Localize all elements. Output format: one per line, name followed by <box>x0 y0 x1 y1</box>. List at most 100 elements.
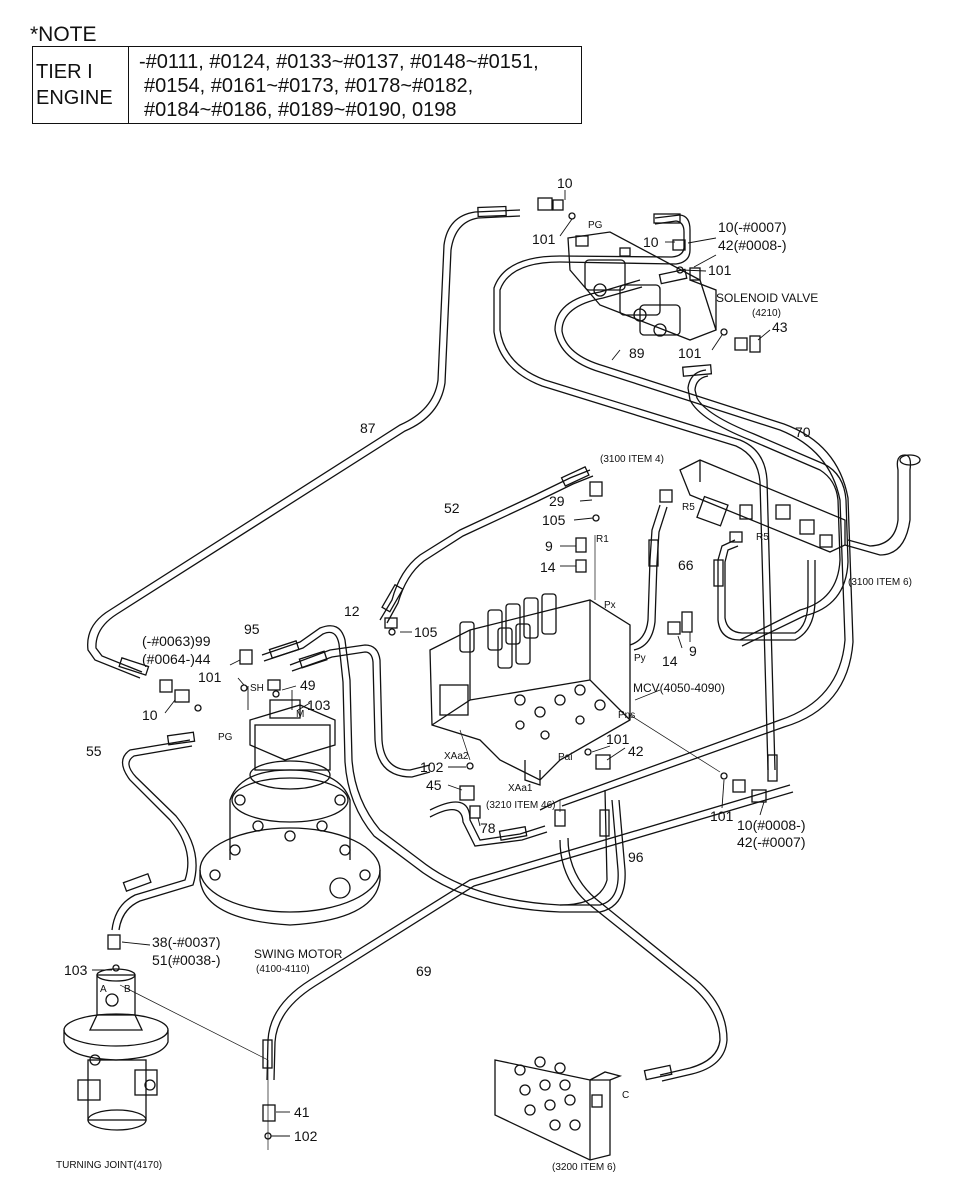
callout-102-bottom: 102 <box>294 1128 318 1144</box>
callout-9-top: 9 <box>545 538 553 554</box>
port-b: B <box>124 984 131 995</box>
hose-69 <box>262 784 794 1082</box>
callout-105-top: 105 <box>542 512 566 528</box>
swing-motor <box>199 699 381 926</box>
turning-joint-label: TURNING JOINT(4170) <box>56 1160 162 1171</box>
port-sh: SH <box>250 683 264 694</box>
hose-95 <box>261 625 626 913</box>
ref-3100-item4: (3100 ITEM 4) <box>600 454 664 465</box>
callout-45: 45 <box>426 777 442 793</box>
solenoid-valve-ref: (4210) <box>752 308 781 319</box>
callout-29: 29 <box>549 493 565 509</box>
ref-3200-item6: (3200 ITEM 6) <box>552 1162 616 1173</box>
port-r5-b: R5 <box>756 532 769 543</box>
callout-101-top: 101 <box>532 231 556 247</box>
hose-89 <box>493 213 778 782</box>
callout-105-mid: 105 <box>414 624 438 640</box>
hose-70-fitting-top <box>658 268 688 285</box>
hose-78-fitting <box>498 826 528 841</box>
hose-87 <box>87 205 521 679</box>
swing-motor-ref: (4100-4110) <box>256 964 310 975</box>
callout-101-sol2: 101 <box>678 345 702 361</box>
hose-96 <box>289 644 610 906</box>
port-px: Px <box>604 600 616 611</box>
port-pai: Pai <box>558 752 572 763</box>
port-pg-left: PG <box>218 732 233 743</box>
callout-10-0007: 10(-#0007) <box>718 219 787 235</box>
callout-41: 41 <box>294 1104 310 1120</box>
item-3200-block <box>494 1056 623 1161</box>
callout-44: (#0064-)44 <box>142 651 211 667</box>
mcv-valve-block <box>429 593 631 786</box>
port-r5-a: R5 <box>682 502 695 513</box>
callout-96: 96 <box>628 849 644 865</box>
hose-43-fitting <box>682 364 713 377</box>
hose-52-fitting-bottom <box>381 583 404 613</box>
serial-note-table: TIER I ENGINE -#0111, #0124, #0133~#0137… <box>32 46 582 124</box>
hose-52-fitting <box>560 466 590 487</box>
port-xaa1: XAa1 <box>508 783 533 794</box>
callout-12: 12 <box>344 603 360 619</box>
hose-66-fitting <box>648 539 659 567</box>
callout-9-right: 9 <box>689 643 697 659</box>
callout-10-top: 10 <box>557 175 573 191</box>
callout-52: 52 <box>444 500 460 516</box>
serial-line-2: #0154, #0161~#0173, #0178~#0182, <box>144 75 474 97</box>
callout-78: 78 <box>480 820 496 836</box>
callout-70: 70 <box>795 424 811 440</box>
port-xaa2: XAa2 <box>444 751 469 762</box>
component-labels: SOLENOID VALVE (4210) MCV(4050-4090) SWI… <box>56 291 912 1173</box>
hose-43 <box>682 364 849 647</box>
callout-101-mcv: 101 <box>606 731 630 747</box>
engine-cell: TIER I ENGINE <box>33 47 129 123</box>
port-r1: R1 <box>596 534 609 545</box>
engine-line-1: TIER I <box>36 61 93 83</box>
fittings <box>107 197 833 1140</box>
callout-103-motor: 103 <box>307 697 331 713</box>
port-labels: PG PG R1 R5 R5 Px Py Pns Pai XAa2 XAa1 S… <box>100 220 769 1101</box>
solenoid-valve <box>567 231 717 341</box>
hose-89-fitting-top <box>653 213 681 224</box>
callout-10-b: 10 <box>643 234 659 250</box>
hose-78 <box>429 801 548 847</box>
hose-55-fitting-bottom <box>122 872 152 892</box>
hose-55-fitting <box>166 731 196 746</box>
callout-87: 87 <box>360 420 376 436</box>
serial-line-3: #0184~#0186, #0189~#0190, 0198 <box>144 99 457 121</box>
swing-motor-label: SWING MOTOR <box>254 947 343 961</box>
callout-14-top: 14 <box>540 559 556 575</box>
solenoid-valve-label: SOLENOID VALVE <box>716 291 818 305</box>
mcv-label: MCV(4050-4090) <box>633 681 725 695</box>
hose-95-fitting <box>268 640 300 659</box>
port-pns: Pns <box>618 710 635 721</box>
callout-49: 49 <box>300 677 316 693</box>
engine-line-2: ENGINE <box>36 87 113 109</box>
callout-14-right: 14 <box>662 653 678 669</box>
port-py: Py <box>634 653 646 664</box>
hose-55 <box>111 731 197 931</box>
serials-cell: -#0111, #0124, #0133~#0137, #0148~#0151,… <box>129 47 581 123</box>
hose-70 <box>539 268 854 811</box>
callout-69: 69 <box>416 963 432 979</box>
callout-42-0008: 42(#0008-) <box>718 237 787 253</box>
callout-38: 38(-#0037) <box>152 934 221 950</box>
callout-89: 89 <box>629 345 645 361</box>
callout-101-right: 101 <box>710 808 734 824</box>
hose-r5-fitting <box>713 559 724 587</box>
ref-3100-item6: (3100 ITEM 6) <box>848 577 912 588</box>
filter-assembly <box>679 454 921 556</box>
hose-69-fitting-bottom <box>262 1039 273 1069</box>
callout-99: (-#0063)99 <box>142 633 211 649</box>
hose-96-fitting <box>298 650 328 669</box>
hose-87-fitting-top <box>477 205 507 218</box>
callout-101-left: 101 <box>198 669 222 685</box>
callout-43: 43 <box>772 319 788 335</box>
note-title: *NOTE <box>30 23 97 46</box>
hose-69-fitting-right <box>643 1064 673 1081</box>
port-c: C <box>622 1090 629 1101</box>
port-m: M <box>296 709 304 720</box>
ref-3210-item46: (3210 ITEM 46) <box>486 800 555 811</box>
hose-96-fitting-lower <box>599 809 610 837</box>
